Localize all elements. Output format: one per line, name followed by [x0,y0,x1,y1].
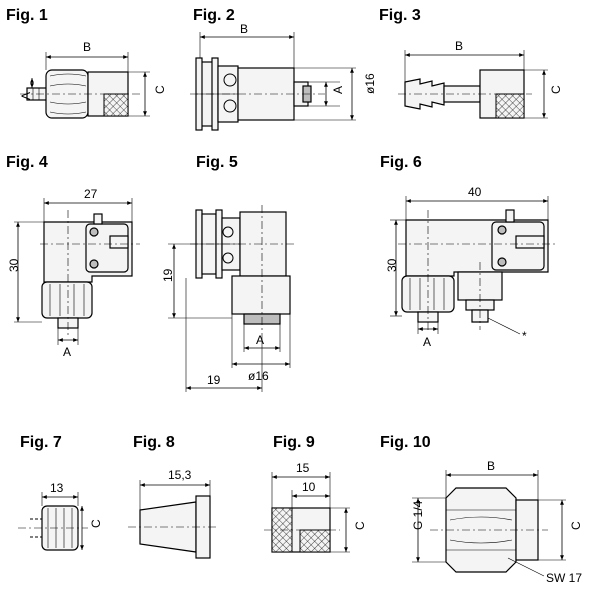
fig5-title: Fig. 5 [196,154,238,171]
fig10-note-sw17: SW 17 [546,571,582,585]
fig7-dim-c: C [89,519,103,528]
fig4-dim-a: A [63,345,71,359]
fig7-dim-13: 13 [50,481,64,495]
fig6-dim-30: 30 [385,258,399,272]
fig3-dim-c: C [549,85,563,94]
fig4-title: Fig. 4 [6,154,48,171]
fig5-dim-a: A [256,333,264,347]
fig2-dim-b: B [240,22,248,36]
figure-5: Fig. 5 19 A ø16 19 [161,154,296,392]
fig9-title: Fig. 9 [273,434,315,451]
figure-2: Fig. 2 B A ø16 [190,7,377,131]
figure-6: Fig. 6 40 30 A * [380,154,556,349]
fig9-dim-c: C [353,521,367,530]
fig6-note-star: * [522,329,527,343]
fig4-dim-30: 30 [7,258,21,272]
fig1-dim-b: B [83,40,91,54]
fig3-dim-b: B [455,39,463,53]
fig5-dim-19-v: 19 [161,268,175,282]
fig5-elbow [239,211,287,277]
fig10-title: Fig. 10 [380,434,431,451]
fig7-title: Fig. 7 [20,434,62,451]
fig9-dim-10: 10 [302,480,316,494]
fig1-dim-a: A [19,92,33,100]
fig6-title: Fig. 6 [380,154,422,171]
fig2-title: Fig. 2 [193,7,235,24]
figure-10: Fig. 10 B G 1/4 C SW 17 [380,434,583,585]
fig3-barb [404,78,445,110]
figure-1: Fig. 1 B A C [6,7,167,119]
fig10-dim-g14: G 1/4 [411,500,425,530]
fig6-dim-a: A [423,335,431,349]
fig4-dim-27: 27 [84,187,98,201]
figure-9: Fig. 9 15 10 C [264,434,367,553]
fig6-dim-40: 40 [468,185,482,199]
fig10-dim-c: C [569,521,583,530]
fig8-dim-15-3: 15,3 [168,468,192,482]
fig8-title: Fig. 8 [133,434,175,451]
fig2-dim-a: A [331,86,345,94]
figure-7: Fig. 7 13 C [18,434,103,551]
fig5-dim-d16: ø16 [248,369,269,383]
fig4-nut [41,281,93,319]
figure-4: Fig. 4 27 30 A [6,154,140,359]
fig5-dim-19-h: 19 [207,373,221,387]
fig1-hatch [103,93,129,117]
fig1-dim-c: C [153,85,167,94]
fig3-title: Fig. 3 [379,7,421,24]
figure-3: Fig. 3 B C [379,7,563,119]
figure-8: Fig. 8 15,3 [128,434,218,559]
fig10-dim-b: B [487,459,495,473]
fig1-title: Fig. 1 [6,7,48,24]
fig9-dim-15: 15 [296,461,310,475]
fig2-dim-d16: ø16 [363,73,377,94]
